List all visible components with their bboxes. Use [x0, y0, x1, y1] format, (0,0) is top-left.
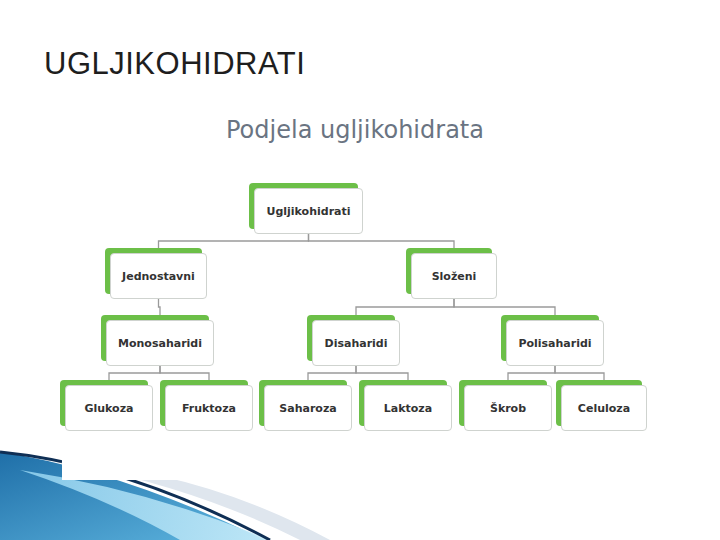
- tree-box: Škrob: [464, 385, 552, 431]
- tree-box: Celuloza: [561, 385, 647, 431]
- tree-connector: [454, 299, 555, 320]
- tree-box: Jednostavni: [110, 253, 207, 299]
- box-label: Jednostavni: [122, 270, 195, 283]
- box-label: Saharoza: [279, 402, 336, 415]
- tree-box: Glukoza: [65, 385, 153, 431]
- box-label: Celuloza: [578, 402, 630, 415]
- tree-connector: [109, 366, 160, 385]
- tree-connector: [159, 234, 309, 253]
- box-label: Škrob: [490, 402, 526, 415]
- tree-connector: [309, 234, 455, 253]
- tree-connector: [356, 299, 454, 320]
- tree-connector: [356, 366, 408, 385]
- tree-box: Laktoza: [364, 385, 452, 431]
- tree-connector: [308, 366, 356, 385]
- tree-connector: [159, 299, 161, 320]
- box-label: Glukoza: [84, 402, 133, 415]
- tree-box: Fruktoza: [165, 385, 253, 431]
- box-label: Fruktoza: [182, 402, 236, 415]
- box-label: Složeni: [432, 270, 477, 283]
- tree-box: Složeni: [411, 253, 497, 299]
- tree-box: Ugljikohidrati: [254, 188, 363, 234]
- box-label: Polisaharidi: [518, 337, 591, 350]
- box-label: Laktoza: [384, 402, 432, 415]
- box-label: Monosaharidi: [118, 337, 202, 350]
- box-label: Disaharidi: [325, 337, 388, 350]
- tree-box: Saharoza: [264, 385, 352, 431]
- diagram-heading: Podjela ugljikohidrata: [226, 116, 484, 144]
- tree-box: Monosaharidi: [106, 320, 214, 366]
- tree-connector: [508, 366, 555, 385]
- tree-connector: [160, 366, 209, 385]
- tree-connector: [555, 366, 604, 385]
- tree-box: Polisaharidi: [506, 320, 604, 366]
- page-title: UGLJIKOHIDRATI: [44, 46, 305, 82]
- box-label: Ugljikohidrati: [266, 205, 350, 218]
- tree-box: Disaharidi: [312, 320, 400, 366]
